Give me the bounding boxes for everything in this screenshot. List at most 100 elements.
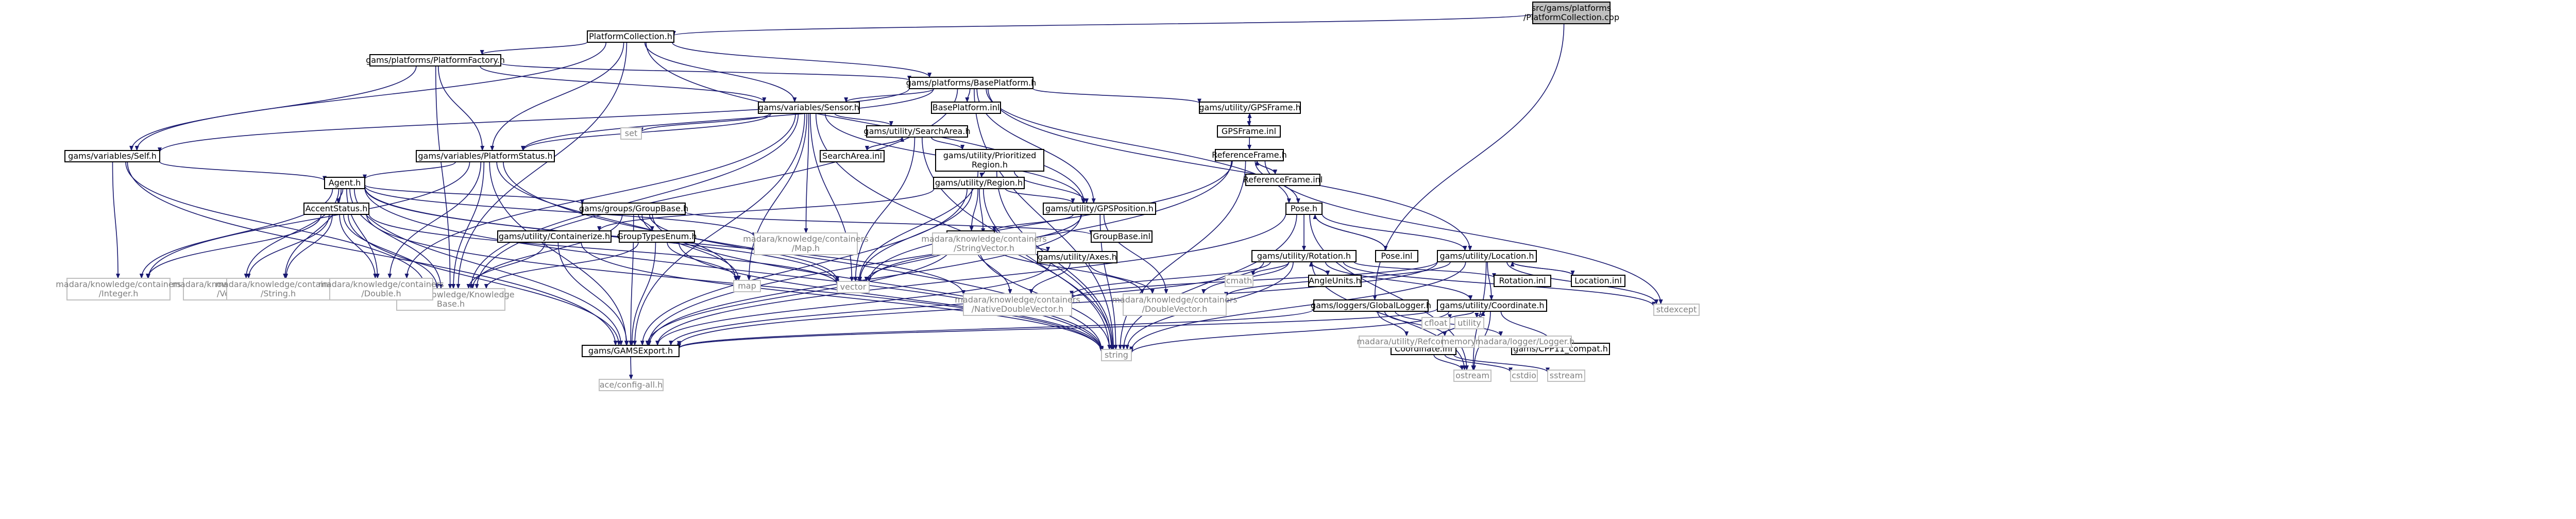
- node-label: Pose.inl: [1381, 251, 1412, 261]
- node-angleunits[interactable]: AngleUnits.h: [1308, 275, 1362, 287]
- edge-coordinate_inl-to-cstdio: [1444, 354, 1513, 373]
- edge-groupbase-to-vector: [649, 214, 840, 282]
- node-label: Base.h: [437, 299, 465, 309]
- node-baseplatform_inl[interactable]: BasePlatform.inl: [931, 102, 1001, 114]
- node-box: [1313, 299, 1429, 312]
- node-box: [1453, 370, 1492, 382]
- node-rotation[interactable]: gams/utility/Rotation.h: [1251, 250, 1357, 262]
- edge-pc_h-to-gpsposition: [646, 42, 1086, 204]
- node-box: [226, 278, 330, 300]
- node-root[interactable]: src/gams/platforms/PlatformCollection.cp…: [1523, 2, 1619, 24]
- edge-region-to-stringvector: [979, 188, 986, 233]
- node-refframe_inl[interactable]: ReferenceFrame.inl: [1243, 174, 1323, 186]
- node-groupbase[interactable]: gams/groups/GroupBase.h: [579, 203, 688, 215]
- node-label: /String.h: [261, 289, 296, 298]
- node-label: GroupBase.inl: [1093, 231, 1150, 241]
- edge-pstatus-to-map: [496, 161, 738, 281]
- node-label: SearchArea.inl: [822, 151, 882, 161]
- node-label: ReferenceFrame.inl: [1243, 175, 1323, 185]
- edge-baseplatform-to-pstatus: [521, 88, 934, 151]
- node-label: AccentStatus.h: [306, 204, 368, 213]
- node-pose_inl[interactable]: Pose.inl: [1375, 250, 1418, 262]
- node-gpsframe[interactable]: gams/utility/GPSFrame.h: [1199, 102, 1301, 114]
- node-accent[interactable]: AccentStatus.h: [303, 203, 369, 215]
- edge-sensor-to-map_h: [804, 113, 809, 233]
- edge-sensor-to-searcharea: [834, 113, 893, 126]
- edge-sensor-to-vector: [809, 113, 854, 282]
- edge-pose-to-gamsexport: [655, 212, 1286, 346]
- node-gamsexport[interactable]: gams/GAMSExport.h: [582, 345, 680, 357]
- node-location[interactable]: gams/utility/Location.h: [1437, 250, 1537, 262]
- node-stringvector: madara/knowledge/containers/StringVector…: [921, 232, 1047, 255]
- node-label: /StringVector.h: [954, 243, 1014, 253]
- node-self[interactable]: gams/variables/Self.h: [64, 150, 160, 162]
- edge-agent-to-gamsexport: [353, 188, 623, 346]
- node-box: [1437, 250, 1537, 262]
- edge-sensor-to-gamsexport: [633, 113, 805, 346]
- edge-grouptypes-to-map: [667, 242, 739, 281]
- node-pc_h[interactable]: PlatformCollection.h: [587, 30, 674, 43]
- node-rotation_inl[interactable]: Rotation.inl: [1494, 275, 1551, 287]
- node-label: gams/GAMSExport.h: [588, 346, 673, 356]
- edge-accent-to-double_h: [339, 214, 378, 279]
- node-agent[interactable]: Agent.h: [324, 177, 365, 189]
- edge-grouptypes-to-gamsexport: [630, 242, 656, 346]
- node-pose[interactable]: Pose.h: [1285, 203, 1323, 215]
- node-label: madara/utility/Refcounter.h: [1357, 337, 1469, 346]
- node-memory: memory: [1442, 336, 1476, 348]
- edge-logger-to-refcounter: [1377, 311, 1409, 337]
- node-gpsframe_inl[interactable]: GPSFrame.inl: [1217, 125, 1281, 138]
- node-location_inl[interactable]: Location.inl: [1571, 275, 1625, 287]
- node-label: gams/utility/Axes.h: [1038, 252, 1116, 262]
- edge-self-to-gamsexport: [127, 161, 618, 346]
- node-box: [754, 232, 858, 255]
- node-refframe[interactable]: ReferenceFrame.h: [1212, 149, 1287, 161]
- node-label: gams/platforms/BasePlatform.h: [906, 78, 1037, 88]
- edge-grouptypes-to-kb_base: [484, 242, 639, 289]
- node-label: cstdio: [1512, 371, 1536, 380]
- node-label: gams/utility/Coordinate.h: [1439, 300, 1544, 310]
- node-logger[interactable]: gams/loggers/GlobalLogger.h: [1311, 299, 1431, 312]
- node-sensor[interactable]: gams/variables/Sensor.h: [758, 102, 860, 114]
- edge-angleunits-to-rotation: [1309, 261, 1329, 276]
- node-pfactory[interactable]: gams/platforms/PlatformFactory.h: [366, 54, 505, 66]
- edge-coordinate-to-cfloat: [1448, 311, 1475, 320]
- node-madaralogger: madara/logger/Logger.h: [1476, 336, 1574, 348]
- node-containerize[interactable]: gams/utility/Containerize.h: [497, 230, 612, 243]
- edge-sensor-to-kb_base: [469, 113, 799, 289]
- node-pstatus[interactable]: gams/variables/PlatformStatus.h: [416, 150, 555, 162]
- node-box: [582, 203, 686, 215]
- node-searcharea[interactable]: gams/utility/SearchArea.h: [863, 125, 971, 138]
- node-groupbase_inl[interactable]: GroupBase.inl: [1091, 230, 1153, 243]
- node-label: /Integer.h: [99, 289, 139, 298]
- node-label: Location.inl: [1574, 276, 1622, 286]
- node-gpsposition[interactable]: gams/utility/GPSPosition.h: [1043, 203, 1156, 215]
- edge-self-to-agent: [159, 161, 327, 181]
- edge-accent-to-gamsexport: [347, 214, 621, 346]
- edge-containerize-to-kb_base: [466, 242, 546, 289]
- node-label: gams/utility/Containerize.h: [499, 231, 610, 241]
- node-label: gams/variables/Sensor.h: [758, 103, 859, 112]
- node-label: src/gams/platforms: [1532, 3, 1611, 13]
- node-coordinate[interactable]: gams/utility/Coordinate.h: [1437, 299, 1547, 312]
- node-box: [1653, 304, 1700, 316]
- node-refcounter: madara/utility/Refcounter.h: [1357, 336, 1470, 348]
- edge-accent-to-kb_base: [343, 214, 439, 289]
- node-grouptypes[interactable]: GroupTypesEnum.h: [617, 230, 697, 243]
- node-label: cfloat: [1425, 318, 1448, 328]
- node-label: /PlatformCollection.cpp: [1523, 12, 1619, 22]
- edge-location-to-string: [1129, 261, 1466, 352]
- edge-pstatus-to-double_h: [387, 161, 482, 279]
- node-axes[interactable]: gams/utility/Axes.h: [1037, 251, 1117, 263]
- node-region[interactable]: gams/utility/Region.h: [933, 177, 1025, 189]
- node-searcharea_inl[interactable]: SearchArea.inl: [820, 150, 885, 162]
- node-baseplatform[interactable]: gams/platforms/BasePlatform.h: [906, 77, 1037, 89]
- edge-refframe-to-stdexcept: [1264, 160, 1663, 305]
- node-map: map: [733, 280, 761, 292]
- node-stdexcept: stdexcept: [1653, 304, 1700, 316]
- edge-baseplatform-to-self: [158, 88, 910, 153]
- edge-pc_h-to-pstatus: [490, 42, 624, 151]
- edge-pfactory-to-pstatus: [437, 65, 485, 151]
